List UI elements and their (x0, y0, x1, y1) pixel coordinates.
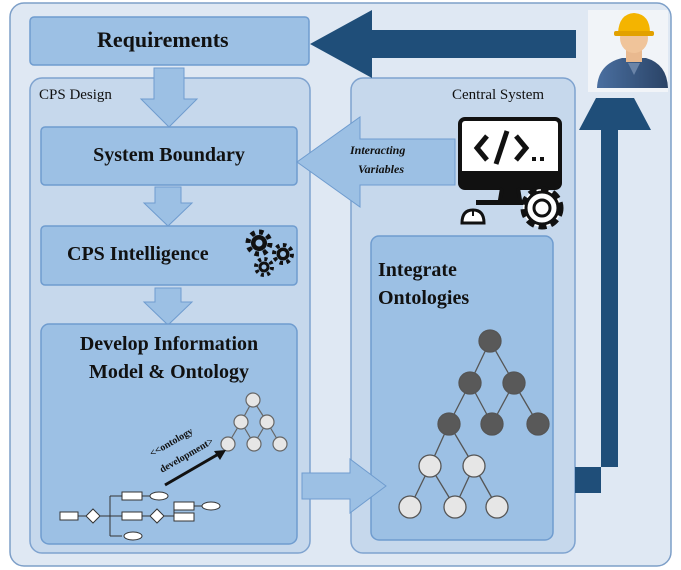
interacting-variables-arrow (296, 116, 456, 208)
develop-model-label-line1: Develop Information (79, 333, 259, 355)
arrow-req-to-boundary (139, 67, 199, 128)
requirements-box (29, 16, 310, 66)
ontology-development-arrow (164, 450, 223, 487)
system-boundary-box (40, 126, 298, 186)
arrow-model-to-integrate (301, 458, 387, 514)
cps-design-label: CPS Design (39, 87, 112, 103)
central-system-label: Central System (452, 87, 545, 103)
integrate-ontologies-label-line2: Ontologies (378, 287, 470, 309)
integrate-ontologies-label-line1: Integrate (378, 259, 457, 281)
computer-code-icon (458, 117, 562, 225)
interacting-variables-label-line1: Interacting (350, 143, 406, 157)
develop-model-label-line2: Model & Ontology (89, 361, 249, 383)
arrow-boundary-to-intelligence (142, 186, 194, 227)
develop-model-box (40, 323, 298, 545)
process-flow-icon (59, 491, 221, 541)
interacting-variables-label-line2: Variables (358, 162, 405, 176)
cps-intelligence-label: CPS Intelligence (67, 243, 209, 265)
gears-icon (245, 229, 294, 277)
arrow-intelligence-to-model (142, 287, 194, 326)
requirements-label: Requirements (97, 27, 229, 52)
settings-gear-icon (520, 186, 564, 230)
feedback-arrow-left (310, 10, 576, 78)
feedback-arrow-up (575, 98, 651, 493)
ontology-tree-icon (220, 392, 288, 452)
engineer-avatar-icon (588, 10, 668, 92)
system-boundary-label: System Boundary (93, 144, 245, 166)
ontology-development-arrowhead (214, 450, 226, 460)
integrated-ontology-tree (398, 329, 550, 519)
cps-intelligence-box (40, 225, 298, 286)
